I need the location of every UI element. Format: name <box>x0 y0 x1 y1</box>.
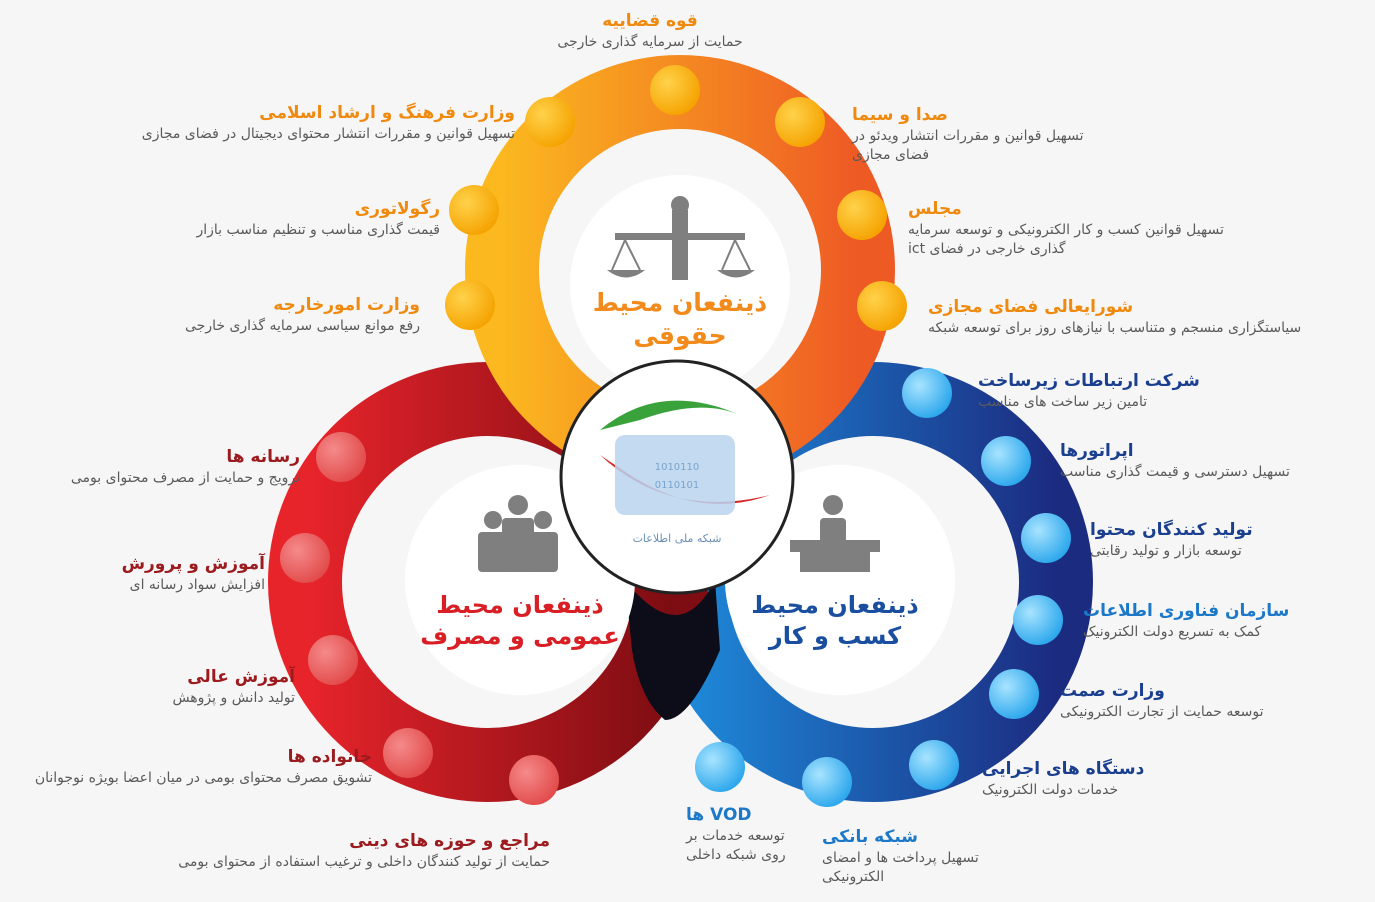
legal-dots <box>445 65 907 331</box>
people-group-icon <box>478 495 558 572</box>
svg-text:0110101: 0110101 <box>655 480 700 491</box>
business-dots <box>695 368 1071 807</box>
legal-title-line1: ذینفعان محیط <box>592 288 768 317</box>
business-item-title: VOD ها <box>686 805 752 825</box>
legal-item-title: قوه قضاییه <box>602 11 698 31</box>
legal-item-title: مجلس <box>908 199 962 219</box>
legal-item-title: شورایعالی فضای مجازی <box>928 297 1134 317</box>
legal-item-title: رگولاتوری <box>354 199 440 219</box>
legal-item: رگولاتوری قیمت گذاری مناسب و تنظیم مناسب… <box>60 198 441 240</box>
legal-item-desc: رفع موانع سیاسی سرمایه گذاری خارجی <box>185 317 420 334</box>
public-item: رسانه ها ترویج و حمایت از مصرف محتوای بو… <box>20 446 300 488</box>
overlap-shape <box>625 580 720 720</box>
public-item-desc: تولید دانش و پژوهش <box>172 689 295 706</box>
business-title-line1: ذینفعان محیط <box>751 591 919 619</box>
business-item: اپراتورها تسهیل دسترسی و قیمت گذاری مناس… <box>1060 440 1365 482</box>
business-item-desc: تسهیل پرداخت ها و امضای الکترونیکی <box>822 849 979 885</box>
legal-item-desc: تسهیل قوانین کسب و کار الکترونیکی و توسع… <box>908 221 1224 257</box>
business-item: VOD ها توسعه خدمات بر روی شبکه داخلی <box>686 804 796 865</box>
public-item-desc: ترویج و حمایت از مصرف محتوای بومی <box>70 469 300 486</box>
legal-circle-title: ذینفعان محیط حقوقی <box>580 287 780 352</box>
public-title-line2: عمومی و مصرف <box>420 622 620 651</box>
business-item-desc: خدمات دولت الکترونیک <box>982 781 1119 798</box>
legal-item-title: وزارت فرهنگ و ارشاد اسلامی <box>259 103 515 123</box>
business-item-title: وزارت صمت <box>1060 681 1165 701</box>
svg-text:1010110: 1010110 <box>655 462 700 473</box>
legal-title-line2: حقوقی <box>633 320 727 350</box>
public-item-desc: افزایش سواد رسانه ای <box>129 576 265 593</box>
business-item-desc: تسهیل دسترسی و قیمت گذاری مناسب <box>1060 463 1290 480</box>
legal-item-desc: تسهیل قوانین و مقررات انتشار محتوای دیجی… <box>141 125 515 142</box>
public-item-desc: حمایت از تولید کنندگان داخلی و ترغیب است… <box>178 853 550 870</box>
business-item-title: دستگاه های اجرایی <box>982 759 1145 779</box>
legal-item-desc: قیمت گذاری مناسب و تنظیم مناسب بازار <box>196 221 441 238</box>
business-item: وزارت صمت توسعه حمایت از تجارت الکترونیک… <box>1060 680 1345 722</box>
center-logo-caption: شبکه ملی اطلاعات <box>632 532 722 545</box>
public-item-title: آموزش عالی <box>187 667 295 687</box>
businessman-desk-icon <box>790 495 880 572</box>
legal-inner-disc <box>570 175 790 395</box>
public-item: خانواده ها تشویق مصرف محتوای بومی در میا… <box>20 746 372 788</box>
legal-item-desc: تسهیل قوانین و مقررات انتشار ویدئو در فض… <box>852 127 1084 163</box>
public-dots <box>280 432 559 805</box>
business-item-desc: توسعه خدمات بر روی شبکه داخلی <box>686 827 786 863</box>
legal-item: قوه قضاییه حمایت از سرمایه گذاری خارجی <box>520 10 780 52</box>
business-item: تولید کنندگان محتوا توسعه بازار و تولید … <box>1090 519 1360 561</box>
business-item-desc: توسعه بازار و تولید رقابتی <box>1090 542 1242 559</box>
public-item-title: خانواده ها <box>287 747 372 767</box>
public-title-line1: ذینفعان محیط <box>436 591 604 619</box>
public-item: آموزش عالی تولید دانش و پژوهش <box>20 666 295 708</box>
public-item-title: آموزش و پرورش <box>121 554 265 574</box>
public-item-title: مراجع و حوزه های دینی <box>349 831 550 851</box>
business-item: شرکت ارتباطات زیرساخت تامین زیر ساخت های… <box>978 370 1278 412</box>
business-item-title: شرکت ارتباطات زیرساخت <box>978 371 1200 391</box>
business-circle-title: ذینفعان محیط کسب و کار <box>735 590 935 652</box>
business-item-title: اپراتورها <box>1060 441 1134 461</box>
business-item-desc: کمک به تسریع دولت الکترونیک <box>1083 623 1262 640</box>
business-item: دستگاه های اجرایی خدمات دولت الکترونیک <box>982 758 1212 800</box>
network-logo: 1010110 0110101 <box>600 400 770 515</box>
business-item-desc: توسعه حمایت از تجارت الکترونیکی <box>1060 703 1264 720</box>
business-title-line2: کسب و کار <box>768 622 902 651</box>
public-item: مراجع و حوزه های دینی حمایت از تولید کنن… <box>20 830 550 872</box>
business-item-title: شبکه بانکی <box>822 827 919 847</box>
business-item: شبکه بانکی تسهیل پرداخت ها و امضای الکتر… <box>822 826 987 887</box>
legal-item-title: وزارت امورخارجه <box>273 295 420 315</box>
business-item-desc: تامین زیر ساخت های مناسب <box>978 393 1148 410</box>
public-item-desc: تشویق مصرف محتوای بومی در میان اعضا بویژ… <box>34 769 372 786</box>
business-item-title: سازمان فناوری اطلاعات <box>1083 601 1290 621</box>
legal-item: شورایعالی فضای مجازی سیاستگزاری منسجم و … <box>928 296 1373 338</box>
legal-item: صدا و سیما تسهیل قوانین و مقررات انتشار … <box>852 104 1112 165</box>
legal-item-desc: سیاستگزاری منسجم و متناسب با نیازهای روز… <box>928 319 1302 336</box>
scales-icon <box>607 196 755 280</box>
business-item: سازمان فناوری اطلاعات کمک به تسریع دولت … <box>1083 600 1343 642</box>
legal-item: وزارت امورخارجه رفع موانع سیاسی سرمایه گ… <box>60 294 420 336</box>
public-circle-title: ذینفعان محیط عمومی و مصرف <box>420 590 620 652</box>
business-item-title: تولید کنندگان محتوا <box>1090 520 1253 540</box>
legal-item: مجلس تسهیل قوانین کسب و کار الکترونیکی و… <box>908 198 1228 259</box>
legal-item: وزارت فرهنگ و ارشاد اسلامی تسهیل قوانین … <box>5 102 515 144</box>
legal-item-desc: حمایت از سرمایه گذاری خارجی <box>557 33 743 50</box>
legal-item-title: صدا و سیما <box>852 105 948 125</box>
public-item: آموزش و پرورش افزایش سواد رسانه ای <box>20 553 265 595</box>
public-item-title: رسانه ها <box>226 447 300 467</box>
